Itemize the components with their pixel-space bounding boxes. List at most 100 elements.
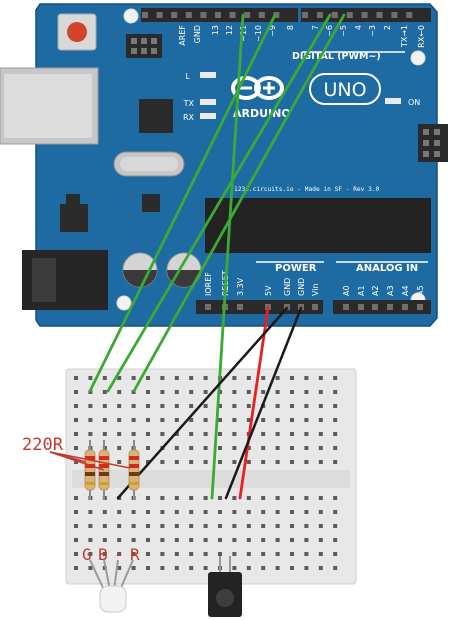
breadboard-hole xyxy=(88,524,93,528)
breadboard-hole xyxy=(203,566,208,570)
power-pin-label: GND xyxy=(283,278,292,296)
regulator xyxy=(60,204,88,232)
status-leds xyxy=(200,72,401,119)
breadboard-hole xyxy=(74,446,78,450)
mount-hole xyxy=(123,8,139,24)
digital-label: DIGITAL (PWM~) xyxy=(292,51,381,62)
breadboard-hole xyxy=(174,446,179,450)
breadboard-hole xyxy=(189,566,194,570)
breadboard-hole xyxy=(290,446,294,450)
small-chip xyxy=(142,194,160,212)
led-pin-labels: G B - R xyxy=(82,545,140,564)
breadboard-hole xyxy=(189,376,194,380)
analog-pin-label: A2 xyxy=(371,285,380,296)
breadboard-hole xyxy=(246,376,251,380)
analog-pin-label: A4 xyxy=(401,285,410,296)
breadboard-hole xyxy=(232,538,237,542)
pin-hole xyxy=(237,304,243,310)
breadboard-hole xyxy=(275,510,280,514)
breadboard-hole xyxy=(275,552,280,556)
breadboard-hole xyxy=(318,446,323,450)
breadboard-hole xyxy=(174,418,179,422)
resistors xyxy=(84,440,140,500)
breadboard-hole xyxy=(74,418,78,422)
wire-pin5-red xyxy=(132,13,346,393)
breadboard-hole xyxy=(290,460,294,464)
breadboard-hole xyxy=(290,524,294,528)
breadboard-hole xyxy=(232,418,237,422)
arduino-logo-icon xyxy=(231,76,284,100)
breadboard-hole xyxy=(333,538,338,542)
analog-label: ANALOG IN xyxy=(356,263,418,274)
breadboard-hole xyxy=(203,376,208,380)
breadboard-hole xyxy=(146,418,150,422)
breadboard-hole xyxy=(290,390,294,394)
breadboard-hole xyxy=(117,432,122,436)
breadboard-hole xyxy=(88,418,93,422)
pin-hole xyxy=(387,304,393,310)
breadboard-hole xyxy=(131,404,136,408)
breadboard-hole xyxy=(333,376,338,380)
breadboard-hole xyxy=(275,432,280,436)
breadboard-hole xyxy=(218,538,222,542)
breadboard-hole xyxy=(146,390,150,394)
top-pin-label: 12 xyxy=(225,25,234,35)
breadboard-hole xyxy=(88,566,93,570)
breadboard-hole xyxy=(333,496,338,500)
breadboard-hole xyxy=(318,566,323,570)
breadboard-hole xyxy=(261,524,266,528)
icsp-header xyxy=(126,34,162,58)
breadboard-hole xyxy=(203,418,208,422)
breadboard-hole xyxy=(74,552,78,556)
breadboard-hole xyxy=(160,510,165,514)
breadboard-hole xyxy=(131,524,136,528)
breadboard-hole xyxy=(304,432,309,436)
breadboard-hole xyxy=(117,538,122,542)
top-pin-label: ~11 xyxy=(239,25,248,42)
top-pin-label: ~3 xyxy=(368,25,377,37)
power-pin-label: Vin xyxy=(311,283,320,296)
led-pin-label-minus: - xyxy=(114,545,124,564)
breadboard-hole xyxy=(261,418,266,422)
breadboard-hole xyxy=(232,510,237,514)
pin-hole xyxy=(229,12,236,18)
resistor-label-arrows xyxy=(49,451,131,471)
breadboard-hole xyxy=(160,404,165,408)
breadboard-hole xyxy=(290,566,294,570)
breadboard-hole xyxy=(333,510,338,514)
breadboard-hole xyxy=(189,390,194,394)
breadboard-hole xyxy=(333,460,338,464)
pin-hole xyxy=(171,12,178,18)
breadboard-hole xyxy=(174,390,179,394)
breadboard-hole xyxy=(74,538,78,542)
breadboard-hole xyxy=(117,552,122,556)
top-pin-label: RX←0 xyxy=(417,25,426,48)
breadboard-hole xyxy=(290,418,294,422)
breadboard-hole xyxy=(203,496,208,500)
breadboard-hole xyxy=(304,552,309,556)
breadboard-hole xyxy=(318,432,323,436)
breadboard-hole xyxy=(318,418,323,422)
top-pin-label: ~5 xyxy=(339,25,348,37)
breadboard-hole xyxy=(232,376,237,380)
breadboard-hole xyxy=(261,376,266,380)
top-pin-label: 13 xyxy=(211,25,220,35)
breadboard-hole xyxy=(131,376,136,380)
breadboard-hole xyxy=(160,524,165,528)
breadboard-hole xyxy=(218,418,222,422)
breadboard-hole xyxy=(261,552,266,556)
breadboard-hole xyxy=(318,524,323,528)
wire-pin6-blue xyxy=(106,13,332,393)
breadboard-hole xyxy=(189,552,194,556)
breadboard-hole xyxy=(160,418,165,422)
mount-hole xyxy=(410,50,426,66)
breadboard-hole xyxy=(218,552,222,556)
breadboard-hole xyxy=(174,538,179,542)
analog-pin-label: A3 xyxy=(386,285,395,296)
wire-pin11-green xyxy=(88,13,277,393)
breadboard-hole xyxy=(318,496,323,500)
reset-button-cap[interactable] xyxy=(67,22,87,42)
analog-pin-label: A1 xyxy=(357,285,366,296)
led-label-l: L xyxy=(186,72,191,81)
